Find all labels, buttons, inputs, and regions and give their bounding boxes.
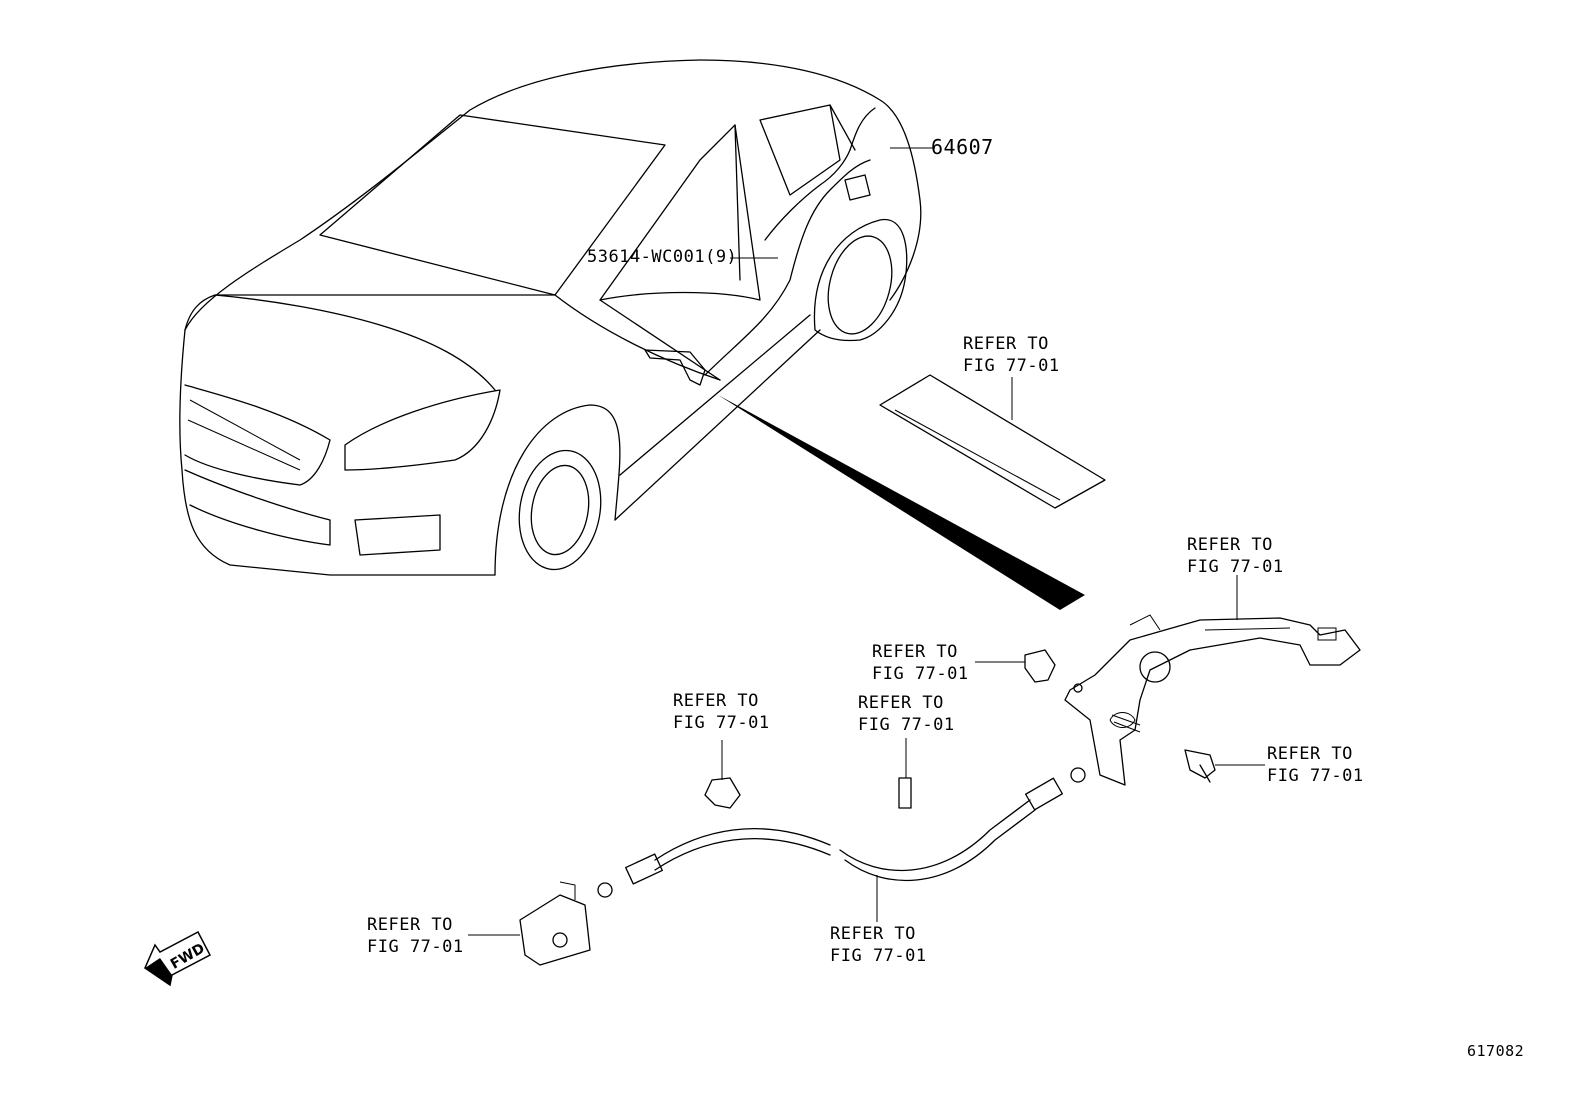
car-illustration [179,59,922,576]
fwd-arrow-icon: FWD [144,930,212,987]
release-lever-assembly [1064,614,1361,786]
figure-number: 617082 [1467,1042,1525,1060]
label-part [898,777,912,809]
cable-holder-part [704,777,741,809]
bolt-part [1184,749,1216,783]
callout-wedge [718,395,1085,610]
release-handle [519,881,591,966]
part-number-53614: 53614-WC001(9) [587,247,738,267]
floor-mat [879,374,1106,509]
release-cable [597,767,1086,898]
clip-part [1024,649,1056,683]
part-number-64607: 64607 [931,135,994,159]
leader-lines [468,147,1265,936]
